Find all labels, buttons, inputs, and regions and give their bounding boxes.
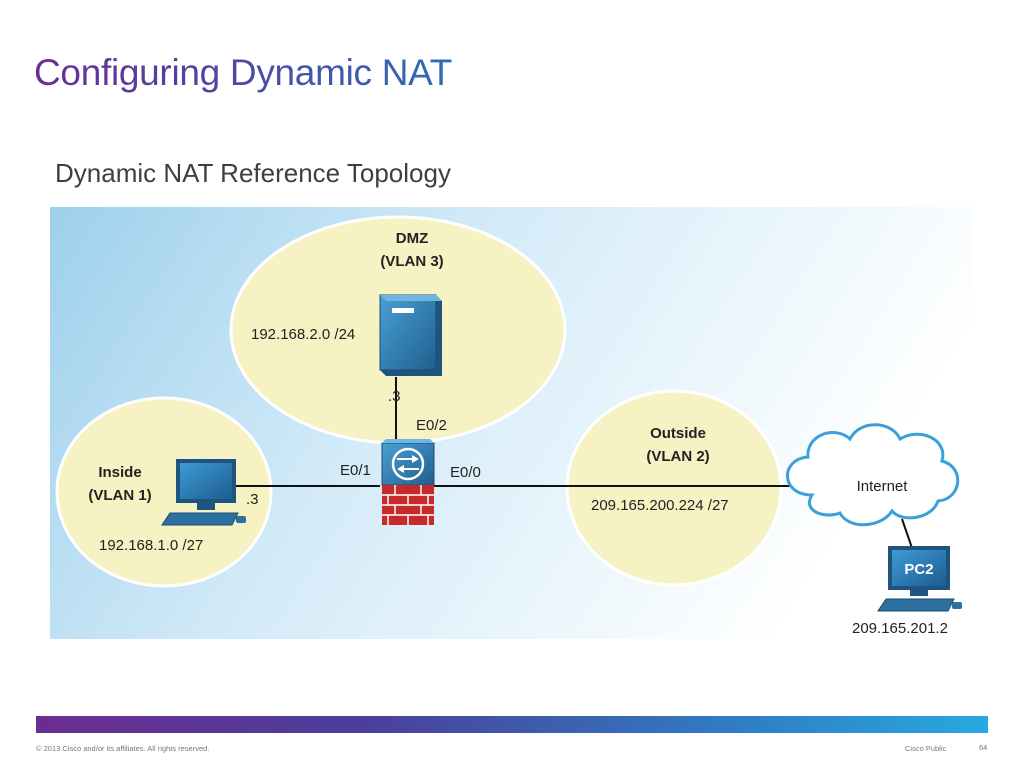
copyright-text: © 2013 Cisco and/or its affiliates. All … bbox=[36, 744, 210, 753]
pc2-icon bbox=[877, 546, 962, 612]
inside-host-label: .3 bbox=[246, 491, 259, 508]
e0-0-label: E0/0 bbox=[450, 464, 481, 481]
inside-zone bbox=[55, 396, 273, 588]
internet-label: Internet bbox=[857, 478, 909, 495]
inside-pc-icon bbox=[161, 459, 246, 526]
inside-network-label: 192.168.1.0 /27 bbox=[99, 537, 203, 554]
page-number: 64 bbox=[979, 743, 988, 752]
firewall-icon bbox=[381, 439, 435, 525]
outside-zone bbox=[565, 389, 783, 587]
inside-vlan-label: (VLAN 1) bbox=[88, 487, 151, 504]
pc2-label: PC2 bbox=[904, 561, 933, 578]
pc2-link bbox=[901, 518, 913, 549]
dmz-label: DMZ bbox=[396, 230, 429, 247]
outside-vlan-label: (VLAN 2) bbox=[646, 448, 709, 465]
pc2-address-label: 209.165.201.2 bbox=[852, 620, 948, 637]
slide-subtitle: Dynamic NAT Reference Topology bbox=[55, 158, 451, 188]
internet-cloud-icon bbox=[786, 423, 960, 527]
slide-title: Configuring Dynamic NAT bbox=[34, 52, 453, 93]
classification-label: Cisco Public bbox=[905, 744, 947, 753]
topology-diagram: DMZ (VLAN 3) 192.168.2.0 /24 .3 E0/2 E0/… bbox=[50, 207, 972, 639]
dmz-host-label: .3 bbox=[388, 388, 401, 405]
e0-2-label: E0/2 bbox=[416, 417, 447, 434]
server-icon bbox=[379, 294, 442, 376]
inside-label: Inside bbox=[98, 464, 141, 481]
outside-network-label: 209.165.200.224 /27 bbox=[591, 497, 729, 514]
e0-1-label: E0/1 bbox=[340, 462, 371, 479]
footer-bar bbox=[36, 716, 988, 733]
dmz-network-label: 192.168.2.0 /24 bbox=[251, 326, 355, 343]
dmz-vlan-label: (VLAN 3) bbox=[380, 253, 443, 270]
outside-label: Outside bbox=[650, 425, 706, 442]
